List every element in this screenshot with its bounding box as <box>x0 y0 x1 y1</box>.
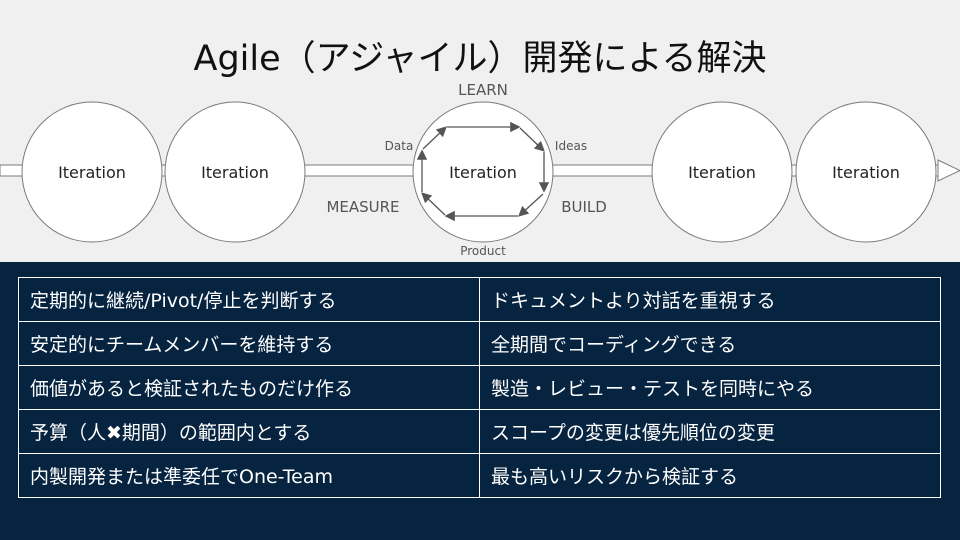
timeline-bar-2 <box>299 164 426 177</box>
learn-label: LEARN <box>458 81 508 99</box>
timeline-arrow-head-icon <box>937 159 960 182</box>
ideas-label: Ideas <box>555 139 587 153</box>
table-row: 価値があると検証されたものだけ作る 製造・レビュー・テストを同時にやる <box>18 365 941 410</box>
product-label: Product <box>460 244 506 258</box>
table-row: 定期的に継続/Pivot/停止を判断する ドキュメントより対話を重視する <box>18 277 941 322</box>
diagram-area: Agile（アジャイル）開発による解決 <box>0 0 960 262</box>
table-row: 予算（人✖期間）の範囲内とする スコープの変更は優先順位の変更 <box>18 409 941 454</box>
iteration-cycle-diagram: Iteration Iteration Iteration Iteration … <box>0 81 960 258</box>
build-label: BUILD <box>561 198 607 216</box>
iteration-circle-2 <box>164 101 306 243</box>
table-cell: 定期的に継続/Pivot/停止を判断する <box>18 277 480 322</box>
table-cell: ドキュメントより対話を重視する <box>479 277 941 322</box>
table-row: 安定的にチームメンバーを維持する 全期間でコーディングできる <box>18 321 941 366</box>
table-cell: スコープの変更は優先順位の変更 <box>479 409 941 454</box>
iteration-circle-1 <box>21 101 163 243</box>
iteration-circle-3 <box>412 101 554 243</box>
measure-label: MEASURE <box>326 198 399 216</box>
table-cell: 予算（人✖期間）の範囲内とする <box>18 409 480 454</box>
iteration-label-3: Iteration <box>449 163 517 182</box>
timeline-bar-3 <box>539 164 661 177</box>
feedback-loop-hexagon <box>416 121 550 222</box>
iteration-label-2: Iteration <box>201 163 269 182</box>
table-cell: 価値があると検証されたものだけ作る <box>18 365 480 410</box>
iteration-label-4: Iteration <box>688 163 756 182</box>
table-cell: 内製開発または準委任でOne-Team <box>18 453 480 498</box>
rules-panel: 定期的に継続/Pivot/停止を判断する ドキュメントより対話を重視する 安定的… <box>0 262 960 540</box>
table-cell: 安定的にチームメンバーを維持する <box>18 321 480 366</box>
rules-table: 定期的に継続/Pivot/停止を判断する ドキュメントより対話を重視する 安定的… <box>18 277 941 498</box>
table-cell: 全期間でコーディングできる <box>479 321 941 366</box>
iteration-label-1: Iteration <box>58 163 126 182</box>
iteration-circle-4 <box>651 101 793 243</box>
page-title: Agile（アジャイル）開発による解決 <box>193 39 767 79</box>
table-cell: 製造・レビュー・テストを同時にやる <box>479 365 941 410</box>
table-row: 内製開発または準委任でOne-Team 最も高いリスクから検証する <box>18 453 941 498</box>
iteration-label-5: Iteration <box>832 163 900 182</box>
data-label: Data <box>385 139 414 153</box>
table-cell: 最も高いリスクから検証する <box>479 453 941 498</box>
iteration-circle-5 <box>795 101 937 243</box>
